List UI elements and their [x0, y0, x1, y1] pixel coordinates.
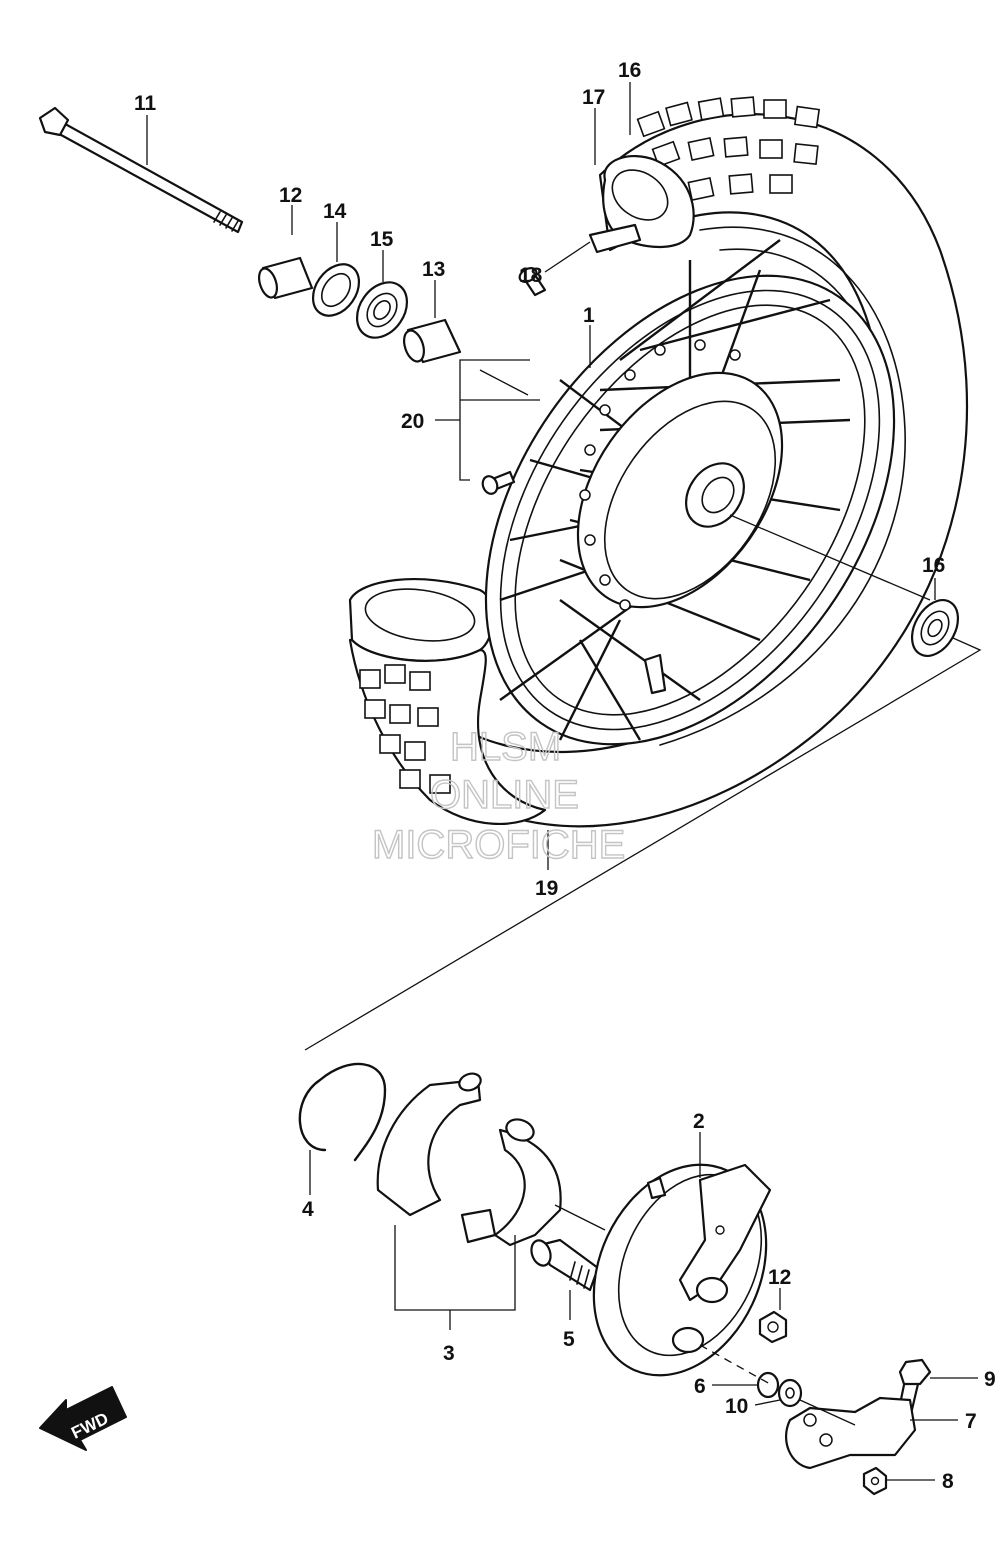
callout-6: 6	[694, 1375, 706, 1398]
brake-cam	[530, 1238, 600, 1292]
callout-19: 18	[519, 264, 543, 287]
brake-shoe-rear	[460, 1118, 562, 1247]
spacer-left	[257, 256, 314, 300]
callout-1: 1	[583, 304, 595, 327]
bearing-left	[355, 281, 409, 339]
brake-shoe-front	[376, 1072, 482, 1217]
brake-panel	[592, 1163, 772, 1377]
washer-6	[756, 1371, 780, 1399]
nut-8	[862, 1466, 888, 1496]
fwd-arrow: FWD	[39, 1386, 127, 1451]
callout-17: 16	[618, 59, 641, 82]
callout-18: 17	[582, 86, 605, 109]
bearing-right	[910, 599, 960, 657]
spacer-right	[403, 318, 462, 364]
tube-cutaway-top	[602, 155, 695, 249]
watermark-line-1: HLSM	[450, 725, 561, 769]
torque-arm	[785, 1396, 917, 1470]
callout-11: 11	[134, 92, 157, 115]
callout-15: 14	[323, 200, 347, 223]
callout-3: 3	[443, 1342, 455, 1365]
rim-band	[588, 223, 642, 254]
hub-screw-upper	[518, 267, 547, 297]
callout-16-upper: 15	[370, 228, 394, 251]
washer-10	[777, 1378, 803, 1408]
callout-8: 8	[942, 1470, 954, 1493]
wheel-rim-hub	[484, 239, 896, 746]
hub-screw-lower	[481, 470, 516, 495]
watermark-line-2: ONLINE	[430, 773, 579, 817]
callout-12: 12	[768, 1266, 791, 1289]
callout-16-lower: 16	[922, 554, 945, 577]
leader-lines	[146, 82, 978, 1481]
callout-2: 2	[693, 1110, 705, 1133]
nut-12	[758, 1310, 788, 1344]
callout-14: 13	[422, 258, 445, 281]
tube-cutaway-bottom	[348, 577, 547, 825]
shoe-spring	[298, 1062, 387, 1162]
oil-seal	[311, 263, 361, 317]
callout-4: 4	[302, 1198, 314, 1221]
callout-9: 9	[984, 1368, 996, 1391]
callout-labels: 11 12 14 15 13 16 17 18 1 20 16 19 2 4 1…	[134, 59, 996, 1493]
callout-7: 7	[965, 1410, 977, 1433]
callout-21: 20	[401, 410, 424, 433]
axle	[38, 106, 244, 234]
watermark: HLSM ONLINE MICROFICHE	[371, 724, 626, 867]
tire	[411, 96, 969, 828]
callout-5: 5	[563, 1328, 575, 1351]
callout-20: 19	[535, 877, 558, 900]
callout-10: 10	[725, 1395, 748, 1418]
callout-13: 12	[279, 184, 302, 207]
watermark-line-3: MICROFICHE	[372, 823, 625, 867]
